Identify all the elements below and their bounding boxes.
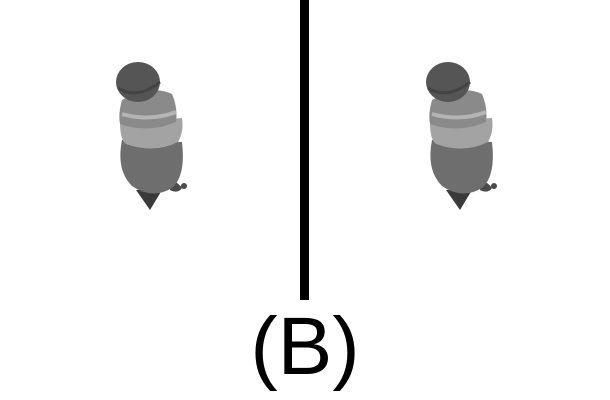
figure-topdown-icon bbox=[116, 62, 187, 210]
figure-label: (B) bbox=[250, 301, 360, 392]
vertical-divider bbox=[300, 0, 309, 300]
figure-topdown-icon bbox=[426, 62, 497, 210]
left-panel bbox=[92, 40, 212, 220]
right-panel bbox=[402, 40, 522, 220]
